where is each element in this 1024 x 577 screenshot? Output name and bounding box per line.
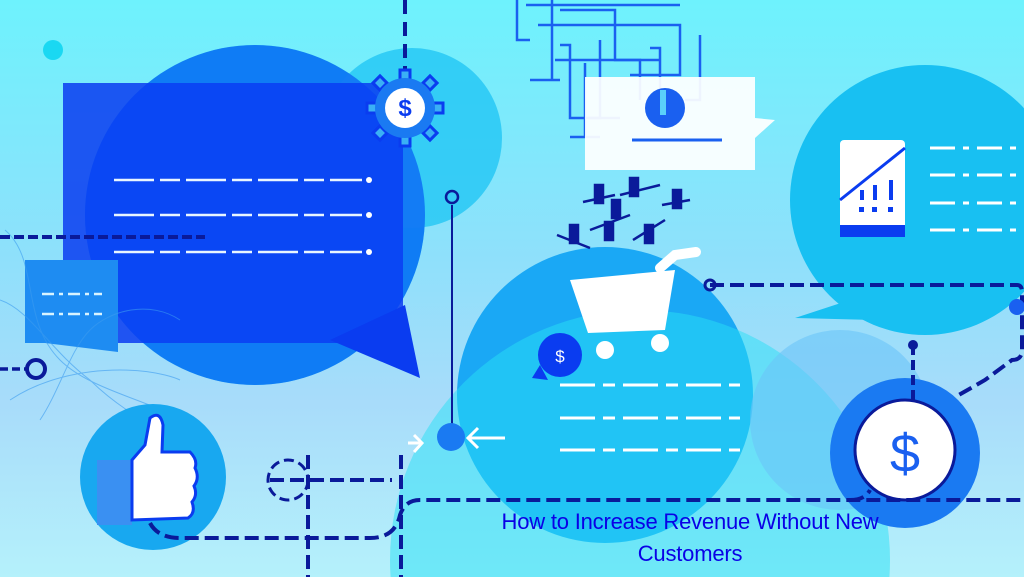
caption: How to Increase Revenue Without New Cust… — [400, 506, 980, 570]
small-dot — [43, 40, 63, 60]
chat-bubble-large — [63, 45, 425, 385]
arrow-right-icon — [408, 433, 425, 453]
svg-text:$: $ — [555, 347, 565, 366]
tablet-chart-icon — [839, 140, 906, 237]
shopping-cart-icon — [570, 247, 701, 359]
svg-text:$: $ — [890, 424, 920, 484]
caption-line-1: How to Increase Revenue Without New — [501, 509, 879, 534]
thumbs-up-icon — [80, 404, 226, 550]
crowd-figures — [556, 176, 691, 250]
arrow-left-icon — [465, 426, 505, 450]
gear-dollar-icon: $ — [365, 68, 445, 148]
white-card — [585, 77, 775, 170]
text-lines — [560, 383, 740, 452]
bg-circle-right — [790, 65, 1024, 335]
svg-text:$: $ — [398, 95, 412, 122]
chat-bubble-small — [25, 260, 118, 352]
chat-dollar-icon: $ — [532, 333, 582, 380]
ring-node — [25, 358, 47, 380]
node-dot — [437, 423, 465, 451]
caption-line-2: Customers — [637, 541, 743, 566]
